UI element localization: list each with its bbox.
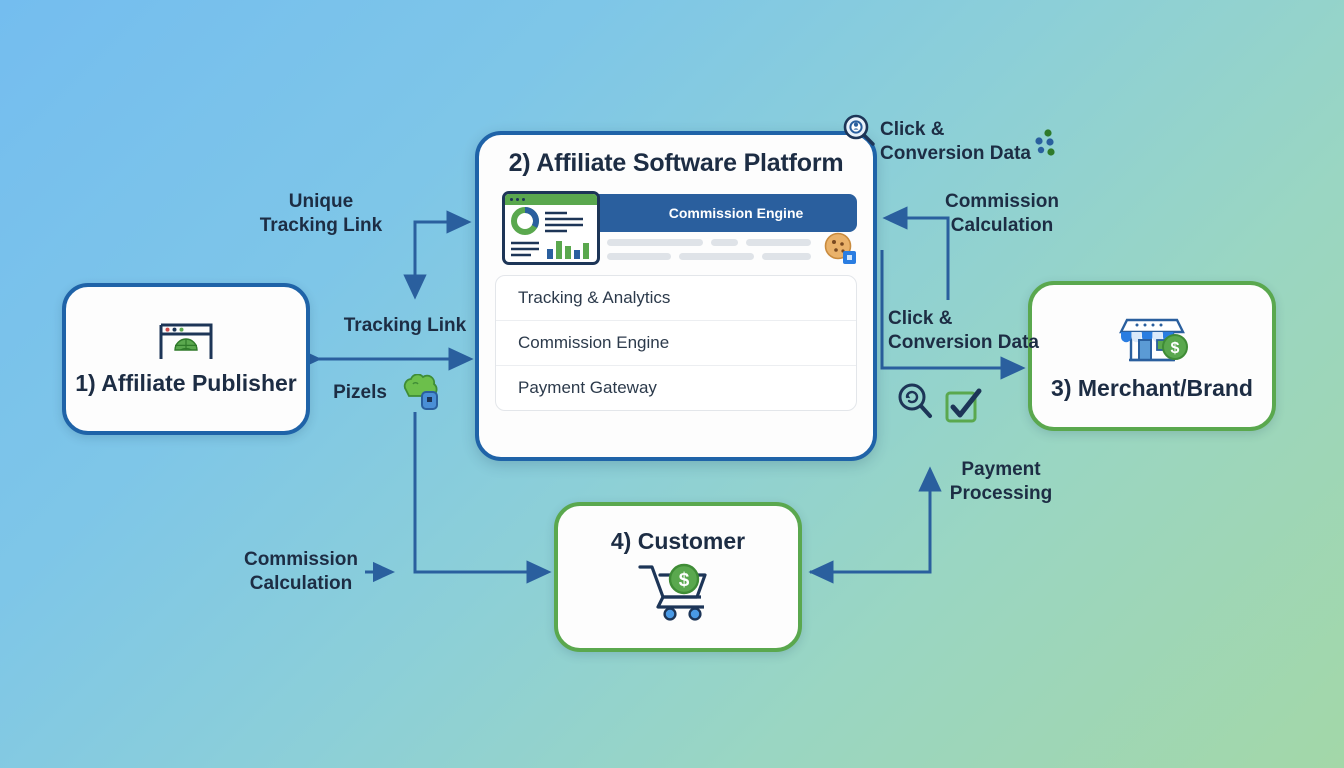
platform-feature-menu[interactable]: Tracking & Analytics Commission Engine P… — [495, 274, 857, 411]
label-commission-calculation-right: Commission Calculation — [944, 191, 1060, 236]
menu-item-commission-engine[interactable]: Commission Engine — [496, 321, 856, 366]
label-unique-tracking-link: Unique Tracking Link — [259, 191, 383, 236]
node-label: 3) Merchant/Brand — [1051, 374, 1253, 401]
label-click-conversion-data-right: Click & Conversion Data — [888, 308, 1039, 353]
menu-item-payment-gateway[interactable]: Payment Gateway — [518, 377, 657, 397]
label-payment-processing: Payment Processing — [949, 459, 1053, 504]
window-titlebar — [505, 193, 597, 205]
shopping-cart-dollar-icon: $ — [632, 559, 724, 626]
node-affiliate-software-platform[interactable]: 2) Affiliate Software Platform Commissio… — [475, 131, 877, 461]
node-merchant-brand[interactable]: $ 3) Merchant/Brand — [1028, 281, 1276, 431]
label-pixels: Pizels — [333, 382, 387, 403]
magnifier-refresh-icon — [895, 381, 941, 430]
label-commission-calculation-left: Commission Calculation — [243, 549, 359, 594]
cookie-icon — [823, 231, 857, 265]
platform-mock-row: Commission Engine — [495, 189, 857, 269]
label-tracking-link: Tracking Link — [343, 315, 467, 336]
svg-text:$: $ — [679, 570, 690, 591]
node-customer[interactable]: 4) Customer $ — [554, 502, 802, 652]
analytics-window-icon — [502, 190, 600, 265]
storefront-dollar-icon: $ — [1109, 310, 1195, 371]
platform-title: 2) Affiliate Software Platform — [508, 149, 844, 177]
svg-text:$: $ — [1171, 340, 1180, 357]
node-label: 1) Affiliate Publisher — [75, 369, 297, 396]
menu-item-tracking-analytics[interactable]: Tracking & Analytics — [496, 276, 856, 321]
node-affiliate-publisher[interactable]: 1) Affiliate Publisher — [62, 283, 310, 435]
placeholder-lines — [607, 238, 811, 260]
check-box-icon — [944, 388, 984, 431]
pixel-cookie-icon — [400, 373, 444, 419]
browser-globe-icon — [155, 321, 217, 368]
node-label: 4) Customer — [610, 527, 746, 554]
label-click-conversion-data-top: Click & Conversion Data — [880, 119, 1031, 164]
magnifier-select-icon — [840, 112, 878, 155]
data-points-icon — [1028, 128, 1060, 165]
ribbon-label: Commission Engine — [668, 204, 804, 221]
